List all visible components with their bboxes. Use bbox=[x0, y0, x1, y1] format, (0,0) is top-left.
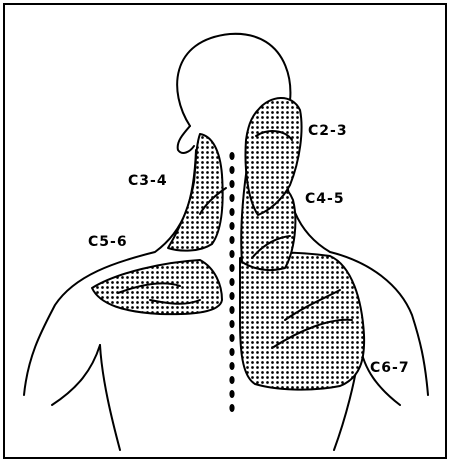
left-armpit bbox=[100, 345, 120, 450]
spinous-process-dot bbox=[229, 376, 234, 384]
zone-c6-7 bbox=[240, 253, 364, 390]
spinous-process-dot bbox=[229, 208, 234, 216]
spinous-process-dot bbox=[229, 152, 234, 160]
label-c5-6: C5-6 bbox=[88, 234, 128, 250]
spinous-process-dot bbox=[229, 362, 234, 370]
spinous-process-dot bbox=[229, 404, 234, 412]
label-c2-3: C2-3 bbox=[308, 123, 348, 139]
spinous-process-dot bbox=[229, 334, 234, 342]
spinous-process-dot bbox=[229, 194, 234, 202]
spinous-process-dot bbox=[229, 348, 234, 356]
spinous-process-dot bbox=[229, 278, 234, 286]
spinous-process-dot bbox=[229, 180, 234, 188]
spinous-process-dot bbox=[229, 166, 234, 174]
label-c3-4: C3-4 bbox=[128, 173, 168, 189]
zone-c2-3 bbox=[246, 98, 302, 215]
spinous-process-dot bbox=[229, 250, 234, 258]
left-arm-inner bbox=[52, 345, 100, 405]
spine-dots bbox=[229, 152, 234, 412]
spinous-process-dot bbox=[229, 390, 234, 398]
body-outline bbox=[24, 34, 428, 450]
spinous-process-dot bbox=[229, 264, 234, 272]
spinous-process-dot bbox=[229, 320, 234, 328]
spinous-process-dot bbox=[229, 236, 234, 244]
spinous-process-dot bbox=[229, 222, 234, 230]
spinous-process-dot bbox=[229, 292, 234, 300]
zone-c5-6 bbox=[92, 260, 222, 314]
label-c6-7: C6-7 bbox=[370, 360, 410, 376]
pain-zones bbox=[92, 98, 364, 390]
spinous-process-dot bbox=[229, 306, 234, 314]
label-c4-5: C4-5 bbox=[305, 191, 345, 207]
left-ear bbox=[178, 126, 194, 153]
